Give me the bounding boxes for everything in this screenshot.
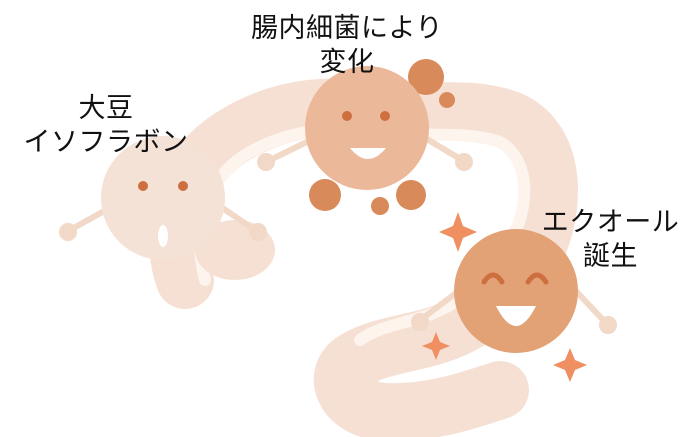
isoflavone-character bbox=[59, 136, 267, 260]
bacteria-character bbox=[257, 66, 473, 190]
label-soy-isoflavone-line1: 大豆 bbox=[78, 93, 134, 124]
label-soy-isoflavone: 大豆 イソフラボン bbox=[6, 92, 206, 160]
sparkle-icon bbox=[422, 212, 587, 382]
label-gut-bacteria-change: 腸内細菌により 変化 bbox=[212, 12, 482, 80]
label-equol-born-line2: 誕生 bbox=[583, 241, 638, 272]
bacteria-blob bbox=[309, 59, 455, 215]
label-gut-bacteria-change-line2: 変化 bbox=[319, 47, 375, 78]
label-equol-born-line1: エクオール bbox=[541, 207, 680, 238]
equol-character bbox=[411, 229, 617, 353]
label-soy-isoflavone-line2: イソフラボン bbox=[23, 127, 189, 158]
intestine bbox=[148, 78, 578, 437]
label-gut-bacteria-change-line1: 腸内細菌により bbox=[251, 13, 443, 44]
label-equol-born: エクオール 誕生 bbox=[528, 206, 693, 274]
